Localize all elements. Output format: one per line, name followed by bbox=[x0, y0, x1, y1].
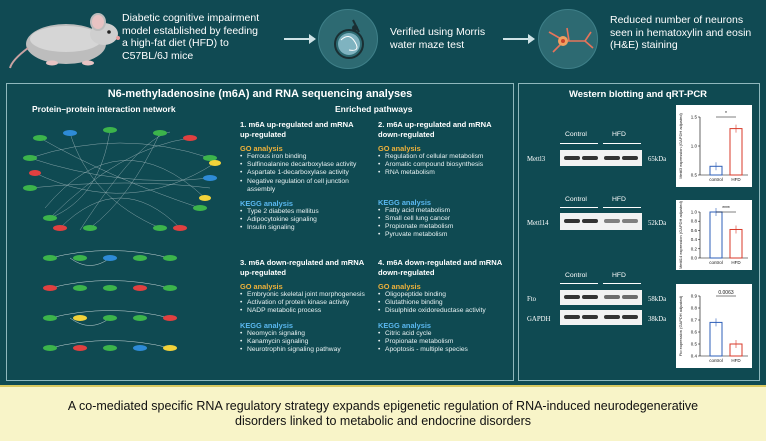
y-tick-label: 0.4 bbox=[691, 354, 698, 359]
y-axis-label: Mettl3 expression (GAPDH adjusted) bbox=[678, 113, 683, 179]
y-tick-label: 0.0 bbox=[691, 256, 698, 261]
significance-label: * bbox=[725, 111, 727, 117]
section-3-kegg-label: KEGG analysis bbox=[240, 320, 293, 330]
y-tick-label: 1.5 bbox=[691, 115, 698, 120]
section-2-go-label: GO analysis bbox=[378, 144, 421, 153]
bar-chart-fto: 0.4 0.5 0.6 0.7 0.8 0.9 Fto expression (GAPDH … bbox=[676, 284, 752, 368]
neuron-icon bbox=[548, 27, 594, 53]
kda-mettl14: 52kDa bbox=[648, 220, 667, 227]
section-3-go-label: GO analysis bbox=[240, 282, 283, 291]
water-maze-circle bbox=[318, 9, 378, 69]
y-tick-label: 0.8 bbox=[691, 219, 698, 224]
x-tick-label: HFD bbox=[731, 177, 741, 182]
group-label-hfd-1: HFD bbox=[612, 131, 626, 138]
bar-chart-mettl14: 0.0 0.2 0.4 0.6 0.8 1.0 Mettl14 expression (GA… bbox=[676, 200, 752, 270]
section-1-kegg-list: Type 2 diabetes mellitusAdipocytokine si… bbox=[240, 208, 370, 233]
blot-label-mettl14: Mettl14 bbox=[527, 220, 549, 227]
y-tick-label: 0.6 bbox=[691, 330, 698, 335]
significance-label: 0.0063 bbox=[718, 290, 734, 296]
significance-label: **** bbox=[722, 206, 730, 212]
x-tick-label: control bbox=[709, 260, 723, 265]
blot-label-gapdh: GAPDH bbox=[527, 316, 551, 323]
x-tick-label: control bbox=[709, 358, 723, 363]
ppi-title: Protein–protein interaction network bbox=[32, 104, 176, 114]
x-tick-label: control bbox=[709, 177, 723, 182]
water-maze-icon bbox=[334, 19, 364, 59]
arrow-1 bbox=[284, 34, 316, 44]
group-line bbox=[560, 283, 598, 284]
y-axis-label: Fto expression (GAPDH adjusted) bbox=[678, 295, 683, 356]
section-3-go-list: Embryonic skeletal joint morphogenesisAc… bbox=[240, 291, 370, 316]
pathways-title: Enriched pathways bbox=[335, 104, 413, 114]
section-4-kegg-label: KEGG analysis bbox=[378, 320, 431, 330]
section-1-kegg-label: KEGG analysis bbox=[240, 199, 293, 209]
blot-fto bbox=[560, 290, 642, 305]
y-tick-label: 0.2 bbox=[691, 246, 698, 251]
section-1-go-label: GO analysis bbox=[240, 144, 283, 153]
y-tick-label: 1.0 bbox=[691, 210, 698, 215]
conclusion-text: A co-mediated specific RNA regulatory st… bbox=[67, 399, 699, 428]
y-tick-label: 0.5 bbox=[691, 342, 698, 347]
arrow-2 bbox=[503, 34, 535, 44]
section-3-kegg-list: Neomycin signalingKanamycin signaling Ne… bbox=[240, 330, 370, 355]
y-tick-label: 0.6 bbox=[691, 228, 698, 233]
kda-mettl3: 65kDa bbox=[648, 156, 667, 163]
blot-label-fto: Fto bbox=[527, 296, 537, 303]
group-label-hfd-3: HFD bbox=[612, 272, 626, 279]
kda-fto: 58kDa bbox=[648, 296, 667, 303]
group-label-control-1: Control bbox=[565, 131, 587, 138]
mouse-illustration bbox=[9, 13, 120, 69]
blot-mettl14 bbox=[560, 213, 642, 230]
y-tick-label: 0.5 bbox=[691, 173, 698, 178]
y-axis-label: Mettl14 expression (GAPDH adjusted) bbox=[678, 200, 683, 268]
sequencing-title: N6-methyladenosine (m6A) and RNA sequenc… bbox=[107, 88, 413, 100]
bar-chart-mettl3: 0.5 1.0 1.5 Mettl3 expression (GAPDH adjust… bbox=[676, 105, 752, 187]
section-2-kegg-list: Fatty acid metabolismSmall cell lung can… bbox=[378, 207, 508, 240]
ppi-network bbox=[23, 127, 221, 351]
neuron-circle bbox=[538, 9, 598, 69]
group-label-control-2: Control bbox=[565, 196, 587, 203]
section-2-go-list: Regulation of cellular metabolismAromati… bbox=[378, 153, 508, 178]
group-line bbox=[560, 207, 598, 208]
group-label-control-3: Control bbox=[565, 272, 587, 279]
group-line bbox=[603, 207, 641, 208]
y-tick-label: 0.7 bbox=[691, 318, 698, 323]
y-tick-label: 0.4 bbox=[691, 237, 698, 242]
kda-gapdh: 38kDa bbox=[648, 316, 667, 323]
chart-bg bbox=[676, 105, 752, 187]
chart-bg bbox=[676, 284, 752, 368]
y-tick-label: 0.8 bbox=[691, 306, 698, 311]
section-2-kegg-label: KEGG analysis bbox=[378, 197, 431, 207]
x-tick-label: HFD bbox=[731, 260, 741, 265]
section-1-go-list: Ferrous iron bindingSulfinoalanine decar… bbox=[240, 153, 370, 194]
group-line bbox=[603, 143, 641, 144]
section-4-go-list: Oligopeptide bindingGlutathione binding … bbox=[378, 291, 508, 316]
blot-gapdh bbox=[560, 310, 642, 325]
blot-label-mettl3: Mettl3 bbox=[527, 156, 546, 163]
section-4-kegg-list: Citric acid cyclePropionate metabolism A… bbox=[378, 330, 508, 355]
blot-mettl3 bbox=[560, 150, 642, 166]
group-line bbox=[603, 283, 641, 284]
group-line bbox=[560, 143, 598, 144]
y-tick-label: 0.9 bbox=[691, 294, 698, 299]
y-tick-label: 1.0 bbox=[691, 144, 698, 149]
western-title: Western blotting and qRT-PCR bbox=[568, 89, 708, 100]
group-label-hfd-2: HFD bbox=[612, 196, 626, 203]
conclusion-banner: A co-mediated specific RNA regulatory st… bbox=[0, 385, 766, 441]
x-tick-label: HFD bbox=[731, 358, 741, 363]
section-4-go-label: GO analysis bbox=[378, 282, 421, 291]
